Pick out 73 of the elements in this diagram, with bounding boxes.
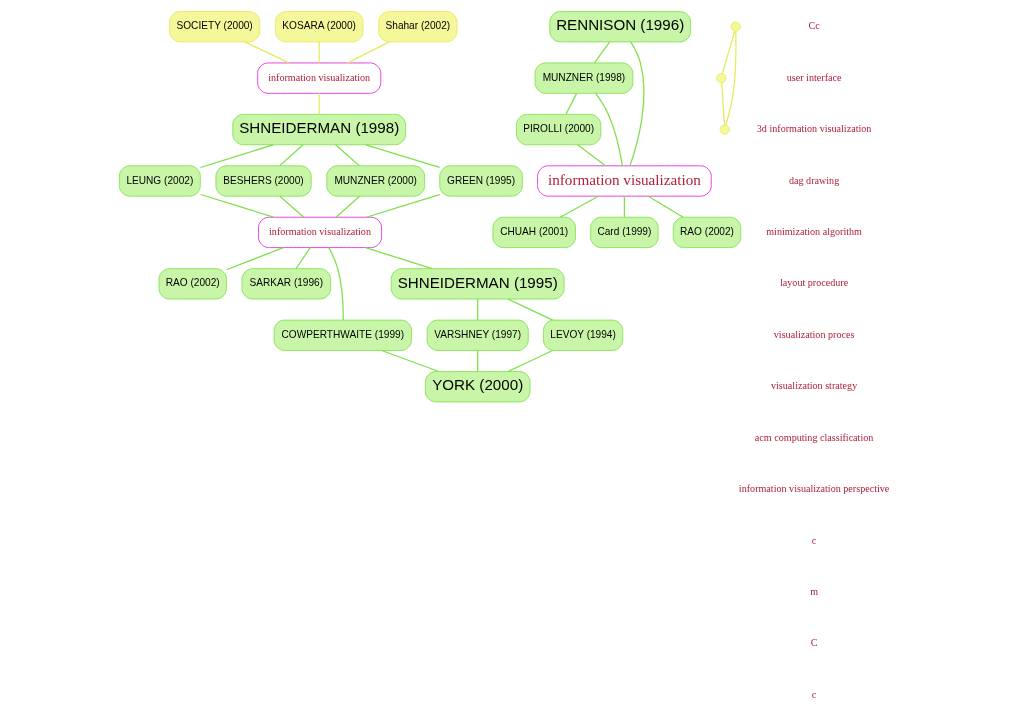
label: 3d information visualization: [756, 123, 871, 135]
connector: [318, 92, 320, 115]
connector: [628, 41, 645, 167]
connector: [476, 349, 478, 372]
connector: [278, 144, 304, 167]
label: c: [811, 688, 816, 700]
node-box: information visualization: [257, 216, 382, 248]
connector: [721, 30, 735, 75]
node-box: RENNISON (1996): [548, 11, 691, 43]
connector: [564, 92, 577, 115]
node-box: BESHERS (2000): [215, 165, 312, 197]
label: visualization strategy: [770, 380, 857, 392]
label: Cc: [807, 20, 820, 32]
node-box: MUNZNER (1998): [534, 62, 633, 94]
node-box: KOSARA (2000): [274, 11, 363, 43]
connector: [199, 144, 274, 169]
connector: [476, 298, 478, 321]
node-box: Card (1999): [589, 216, 659, 248]
node-box: SHNEIDERMAN (1995): [390, 268, 565, 300]
connector: [327, 247, 344, 321]
connector: [507, 298, 553, 321]
connector: [243, 41, 290, 64]
label: minimization algorithm: [765, 226, 862, 238]
label: C: [810, 637, 817, 649]
node-box: SARKAR (1996): [241, 268, 331, 300]
connector: [593, 41, 610, 64]
connector: [594, 92, 623, 167]
node-box: PIROLLI (2000): [515, 113, 601, 146]
node-box: MUNZNER (2000): [325, 165, 425, 197]
connector: [623, 195, 625, 218]
connector: [318, 41, 320, 64]
node-box: information visualization: [536, 165, 712, 197]
connector: [576, 144, 606, 167]
label: acm computing classification: [754, 431, 873, 443]
node-box: YORK (2000): [424, 371, 530, 403]
label: m: [809, 586, 818, 598]
connector: [724, 30, 737, 126]
connector: [507, 349, 553, 373]
node-box: SHNEIDERMAN (1998): [231, 113, 406, 146]
node-box: LEVOY (1994): [542, 319, 623, 351]
connector: [364, 247, 433, 270]
node-box: CHUAH (2001): [491, 216, 576, 248]
connector: [559, 195, 599, 218]
node-circle: [719, 124, 730, 135]
connector: [225, 247, 284, 271]
connector: [335, 195, 360, 218]
label: layout procedure: [779, 277, 848, 289]
node-box: SOCIETY (2000): [168, 11, 260, 43]
label: dag drawing: [788, 174, 839, 186]
connector: [720, 82, 725, 126]
connector: [278, 195, 304, 218]
node-circle: [715, 73, 726, 84]
label: c: [811, 534, 816, 546]
label: user interface: [786, 71, 841, 83]
node-box: LEUNG (2002): [118, 165, 201, 197]
connector: [364, 144, 440, 169]
connector: [295, 247, 311, 270]
connector: [199, 193, 274, 218]
label: visualization proces: [773, 328, 854, 340]
node-box: Shahar (2002): [377, 11, 457, 43]
label: information visualization perspective: [738, 483, 889, 495]
node-box: information visualization: [256, 62, 381, 94]
connector: [380, 349, 439, 373]
node-box: COWPERTHWAITE (1999): [273, 319, 412, 351]
connector: [365, 194, 440, 218]
node-circle: [730, 21, 741, 32]
node-box: GREEN (1995): [438, 165, 523, 197]
node-box: VARSHNEY (1997): [426, 319, 529, 351]
node-box: RAO (2002): [158, 268, 227, 300]
connector: [346, 41, 390, 64]
connector: [647, 195, 684, 218]
node-box: RAO (2002): [672, 216, 741, 248]
connector: [334, 144, 360, 167]
